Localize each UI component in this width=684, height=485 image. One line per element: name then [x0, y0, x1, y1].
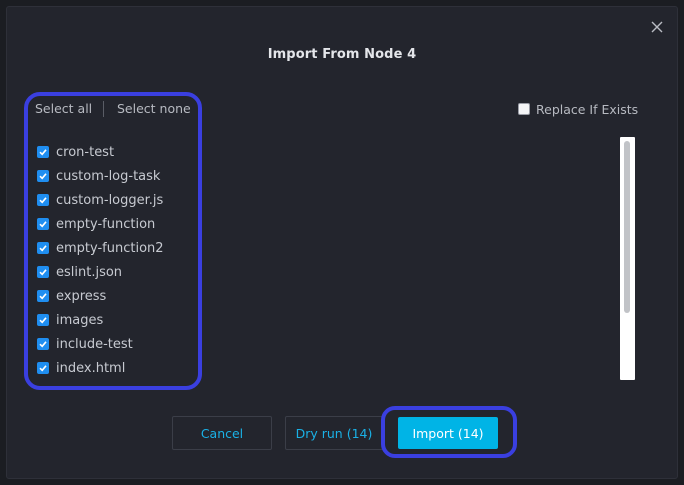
close-button[interactable] [649, 19, 665, 35]
item-label: custom-log-task [56, 168, 161, 184]
list-item[interactable]: empty-function2 [37, 236, 197, 260]
list-item[interactable]: custom-logger.js [37, 188, 197, 212]
replace-if-exists-checkbox[interactable] [518, 103, 530, 115]
item-checkbox[interactable] [37, 314, 49, 326]
list-item[interactable]: cron-test [37, 140, 197, 164]
item-label: custom-logger.js [56, 192, 164, 208]
list-item[interactable]: custom-log-task [37, 164, 197, 188]
dialog-title: Import From Node 4 [267, 47, 417, 62]
cancel-button[interactable]: Cancel [172, 416, 272, 450]
list-highlight [24, 92, 202, 390]
check-icon [39, 149, 47, 156]
replace-if-exists-label: Replace If Exists [536, 101, 639, 117]
check-icon [39, 221, 47, 228]
list-item[interactable]: express [37, 284, 197, 308]
item-list: cron-test custom-log-task custom-logger.… [37, 140, 197, 380]
item-label: index.html [56, 360, 126, 376]
close-icon [651, 21, 663, 33]
list-item[interactable]: include-test [37, 332, 197, 356]
item-label: express [56, 288, 107, 304]
import-highlight [381, 406, 517, 458]
import-dialog: Import From Node 4 [6, 6, 678, 479]
item-label: empty-function2 [56, 240, 164, 256]
select-all-link[interactable]: Select all [35, 101, 93, 116]
check-icon [39, 317, 47, 324]
list-item[interactable]: images [37, 308, 197, 332]
item-label: empty-function [56, 216, 156, 232]
item-label: include-test [56, 336, 133, 352]
item-label: eslint.json [56, 264, 123, 280]
import-button[interactable]: Import (14) [398, 417, 498, 449]
item-checkbox[interactable] [37, 362, 49, 374]
item-checkbox[interactable] [37, 170, 49, 182]
item-checkbox[interactable] [37, 218, 49, 230]
item-checkbox[interactable] [37, 266, 49, 278]
scrollbar-thumb[interactable] [624, 141, 630, 313]
check-icon [39, 365, 47, 372]
check-icon [39, 269, 47, 276]
dry-run-button[interactable]: Dry run (14) [285, 416, 383, 450]
select-none-link[interactable]: Select none [117, 101, 191, 116]
check-icon [39, 197, 47, 204]
check-icon [39, 341, 47, 348]
item-label: cron-test [56, 144, 115, 160]
item-label: images [56, 312, 104, 328]
item-checkbox[interactable] [37, 242, 49, 254]
list-item[interactable]: empty-function [37, 212, 197, 236]
check-icon [39, 293, 47, 300]
list-item[interactable]: eslint.json [37, 260, 197, 284]
replace-if-exists-option[interactable]: Replace If Exists [518, 101, 638, 117]
check-icon [39, 245, 47, 252]
select-divider [103, 101, 104, 117]
item-checkbox[interactable] [37, 146, 49, 158]
item-checkbox[interactable] [37, 290, 49, 302]
list-item[interactable]: index.html [37, 356, 197, 380]
check-icon [39, 173, 47, 180]
item-checkbox[interactable] [37, 194, 49, 206]
scrollbar-track[interactable] [620, 137, 635, 380]
item-checkbox[interactable] [37, 338, 49, 350]
